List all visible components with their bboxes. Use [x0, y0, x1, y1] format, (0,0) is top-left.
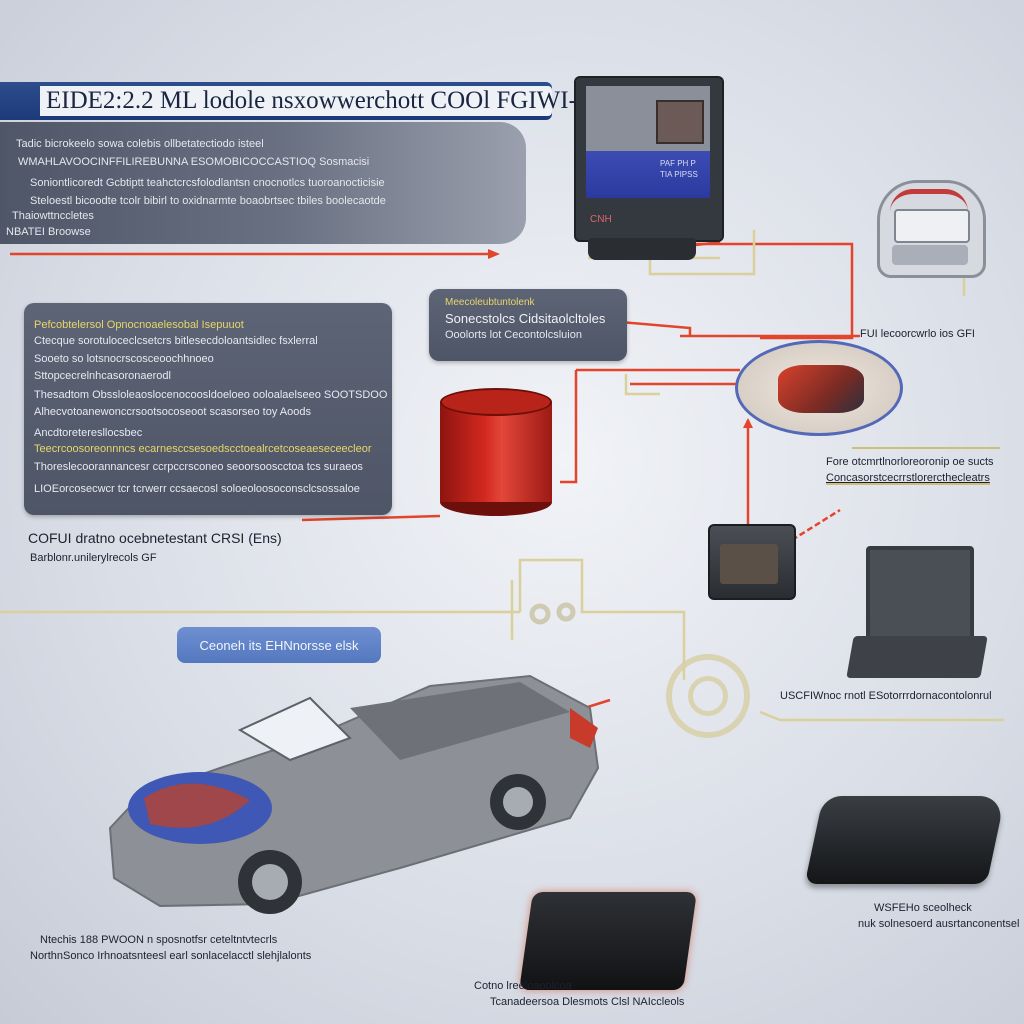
- callout-panel: Meecoleubtuntolenk Sonecstolcs Cidsitaol…: [429, 289, 627, 361]
- diagnostic-monitor: PAF PH PTIA PIPSS CNH: [574, 76, 724, 242]
- wire-panel-canister: [301, 514, 441, 522]
- obd-adapter-device: [519, 892, 697, 990]
- gauge-device: [877, 180, 986, 278]
- callout-heading: Meecoleubtuntolenk: [445, 297, 535, 308]
- monitor-label: CNH: [590, 214, 612, 225]
- caption-text: Tcanadeersoa Dlesmots Clsl NAIccleols: [490, 996, 685, 1008]
- info-line: Thaiowttnccletes: [12, 210, 94, 222]
- info-line: WMAHLAVOOCINFFILIREBUNNA ESOMOBICOCCASTI…: [18, 156, 370, 168]
- wire-canister: [560, 370, 578, 484]
- section-label-pill: Ceoneh its EHNnorsse elsk: [177, 627, 381, 663]
- info-line: Sooeto so lotsnocrscosceoochhnoeo: [34, 353, 214, 365]
- caption-text: nuk solnesoerd ausrtanconentsel: [858, 918, 1020, 930]
- obd-scanner-device: [804, 796, 1006, 884]
- info-line: Ctecque sorotuloceclcsetcrs bitlesecdolo…: [34, 335, 318, 347]
- laptop-keyboard: [846, 636, 988, 678]
- interface-module: [708, 524, 796, 600]
- caption-text: COFUI dratno ocebnetestant CRSI (Ens): [28, 530, 282, 546]
- callout-line: Ooolorts lot Cecontolcsluion: [445, 329, 582, 341]
- caption-text: FUI lecoorcwrlo ios GFI: [860, 328, 975, 340]
- engine-ecu-illustration: [735, 340, 903, 436]
- gauge-arc: [890, 189, 968, 212]
- caption-text: Fore otcmrtlnorloreoronip oe sucts: [826, 456, 994, 468]
- info-line: Soniontlicoredt Gcbtiptt teahctcrcsfolod…: [30, 177, 385, 189]
- car-illustration: [108, 674, 600, 914]
- red-canister: [440, 388, 552, 516]
- info-line: Sttopcecrelnhcasoronaerodl: [34, 370, 171, 382]
- caption-text: NorthnSonco Irhnoatsnteesl earl sonlacel…: [30, 950, 312, 962]
- page-title: EIDE2:2.2 ML lodole nsxowwerchott COOl F…: [40, 86, 577, 116]
- gauge-buttons: [892, 245, 968, 265]
- panel-heading: Pefcobtelersol Opnocnoaelesobal Isepuuot: [34, 319, 244, 331]
- info-panel-top: Tadic bicrokeelo sowa colebis ollbetatec…: [0, 122, 526, 244]
- info-line: Steloestl bicoodte tcolr bibirl to oxidn…: [30, 195, 386, 207]
- signal-rings: [666, 654, 750, 738]
- info-line: Ancdtoreteresllocsbec: [34, 427, 143, 439]
- screen-text: PAF PH PTIA PIPSS: [660, 159, 698, 179]
- screen-graphic: [656, 100, 704, 144]
- info-line: Alhecvotoanewonccrsootsocoseoot scasorse…: [34, 406, 311, 418]
- wire-callout: [619, 320, 692, 336]
- info-line: NBATEI Broowse: [6, 226, 91, 238]
- monitor-stand: [588, 238, 696, 260]
- info-panel-middle: Pefcobtelersol Opnocnoaelesobal Isepuuot…: [24, 303, 392, 515]
- wire-box-laptop: [791, 508, 841, 542]
- caption-text: Concasorstcecrrstlorercthecleatrs: [826, 472, 990, 484]
- wire-monitor-ecu: [690, 242, 854, 340]
- caption-text: WSFEHo sceolheck: [874, 902, 972, 914]
- info-line: Thoreslecoorannancesr ccrpccrsconeo seoo…: [34, 461, 363, 473]
- laptop-screen: [866, 546, 974, 640]
- caption-text: Cotno lreeloaoolcoa: [474, 980, 572, 992]
- callout-line: Sonecstolcs Cidsitaolcltoles: [445, 311, 606, 326]
- info-line: Teecrcoosoreonnncs ecarnesccsesoedscctoe…: [34, 443, 372, 455]
- info-line: Thesadtom Obssloleaoslocenocoosldoeloeo …: [34, 389, 388, 401]
- monitor-screen: PAF PH PTIA PIPSS: [586, 86, 710, 198]
- caption-text: Barblonr.unilerylrecols GF: [30, 552, 157, 564]
- info-line: Tadic bicrokeelo sowa colebis ollbetatec…: [16, 138, 264, 150]
- title-banner: EIDE2:2.2 ML lodole nsxowwerchott COOl F…: [0, 82, 577, 120]
- caption-text: Ntechis 188 PWOON n sposnotfsr ceteltntv…: [40, 934, 278, 946]
- gauge-display: [894, 209, 970, 243]
- info-line: LIOEorcosecwcr tcr tcrwerr ccsaecosl sol…: [34, 483, 360, 495]
- caption-text: USCFIWnoc rnotl ESotorrrdornacontolonrul: [780, 690, 992, 702]
